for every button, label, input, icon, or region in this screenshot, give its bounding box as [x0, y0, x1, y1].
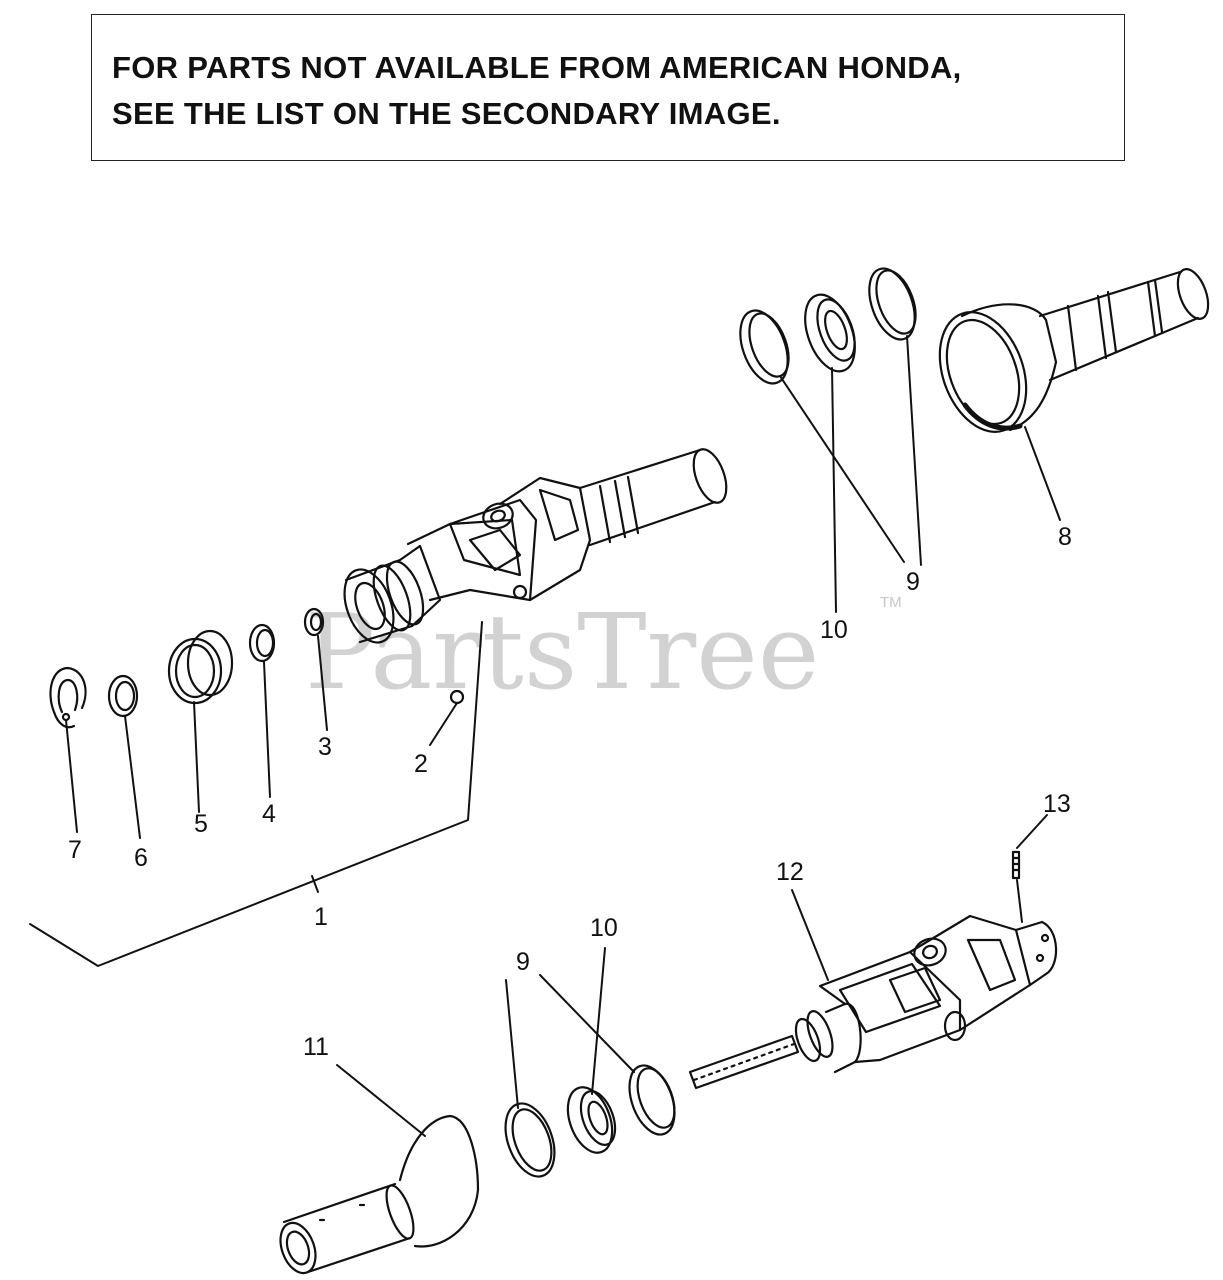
- part-10-bearing-upper: [804, 293, 856, 373]
- notice-text: FOR PARTS NOT AVAILABLE FROM AMERICAN HO…: [112, 45, 962, 137]
- callout-5: 5: [194, 810, 208, 838]
- callout-2: 2: [414, 750, 428, 778]
- notice-line-2: SEE THE LIST ON THE SECONDARY IMAGE.: [112, 96, 781, 131]
- callout-9-upper: 9: [906, 568, 920, 596]
- part-13-bolt: [1011, 850, 1021, 880]
- part-3-ring: [303, 607, 325, 637]
- callout-6: 6: [134, 844, 148, 872]
- callout-10-lower: 10: [590, 914, 618, 942]
- part-10-bearing-lower: [566, 1086, 617, 1154]
- callout-labels: 8 9 10 3 2 4 5 7 6 1 13 12 10 9 11: [68, 523, 1072, 1061]
- watermark-text: PartsTree: [305, 591, 819, 713]
- watermark: PartsTree TM: [305, 591, 902, 713]
- part-5-seal: [167, 629, 234, 705]
- part-9-ring-lower-a: [504, 1102, 556, 1178]
- part-8-outer-tube: [938, 268, 1210, 433]
- callout-3: 3: [318, 733, 332, 761]
- callout-4: 4: [262, 800, 276, 828]
- part-1-shaft-assembly: [343, 448, 728, 644]
- part-9-ring-upper-a: [868, 267, 917, 341]
- notice-box: FOR PARTS NOT AVAILABLE FROM AMERICAN HO…: [91, 14, 1125, 161]
- part-4-ring: [248, 623, 276, 663]
- part-6-ring: [107, 674, 139, 718]
- callout-1: 1: [314, 903, 328, 931]
- part-12-lower-yoke: [688, 914, 1058, 1090]
- part-9-ring-upper-b: [739, 309, 790, 385]
- part-9-ring-lower-b: [628, 1064, 676, 1136]
- callout-11: 11: [303, 1033, 329, 1061]
- callout-7: 7: [68, 836, 82, 864]
- notice-line-1: FOR PARTS NOT AVAILABLE FROM AMERICAN HO…: [112, 50, 962, 85]
- callout-12: 12: [776, 858, 804, 886]
- callout-13: 13: [1043, 790, 1071, 818]
- part-7-circlip: [49, 666, 87, 729]
- callout-10-upper: 10: [820, 616, 848, 644]
- callout-9-lower: 9: [516, 948, 530, 976]
- watermark-tm: TM: [880, 594, 902, 611]
- leader-lines: [29, 335, 1061, 1137]
- part-11-lower-housing: [279, 1114, 480, 1275]
- callout-8: 8: [1058, 523, 1072, 551]
